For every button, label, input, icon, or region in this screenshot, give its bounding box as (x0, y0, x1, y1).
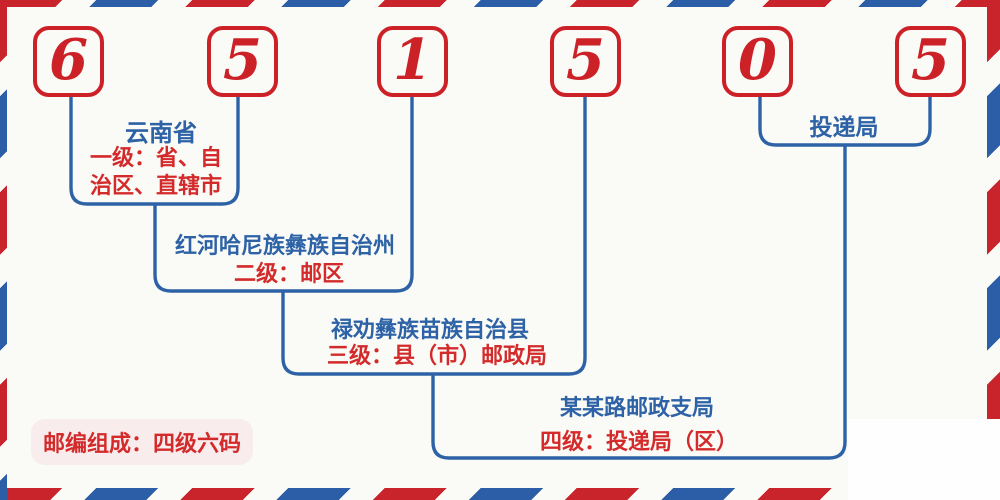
digit-box-4: 5 (550, 26, 621, 97)
bottom-right-white-cover (848, 419, 1000, 500)
digit-3: 1 (393, 26, 432, 93)
digit-box-2: 5 (207, 26, 278, 97)
airmail-border-left (0, 0, 7, 500)
level-3-desc-label: 三级：县（市）邮政局 (326, 344, 548, 369)
level-2-desc-label: 二级：邮区 (233, 262, 345, 287)
digit-4: 5 (566, 26, 605, 93)
airmail-border-bottom (0, 488, 1000, 500)
postcode-composition-text: 邮编组成：四级六码 (42, 432, 241, 457)
postcode-composition-badge: 邮编组成：四级六码 (31, 419, 253, 465)
digit-6: 5 (911, 26, 950, 93)
digit-box-1: 6 (33, 26, 104, 97)
digit-box-3: 1 (377, 26, 448, 97)
airmail-border-right (987, 0, 1000, 500)
level-1-region-label: 云南省 (125, 119, 197, 147)
delivery-office-label: 投递局 (809, 115, 879, 141)
level-1-desc-label: 一级：省、自治区、直辖市 (89, 146, 222, 199)
digit-box-5: 0 (722, 26, 793, 97)
digit-5: 0 (738, 26, 777, 93)
digit-box-6: 5 (895, 26, 966, 97)
level-4-desc-label: 四级：投递局（区） (539, 430, 739, 455)
airmail-border-top (0, 0, 1000, 7)
level-4-region-label: 某某路邮政支局 (559, 396, 715, 421)
digit-1: 6 (49, 26, 88, 93)
digit-2: 5 (223, 26, 262, 93)
